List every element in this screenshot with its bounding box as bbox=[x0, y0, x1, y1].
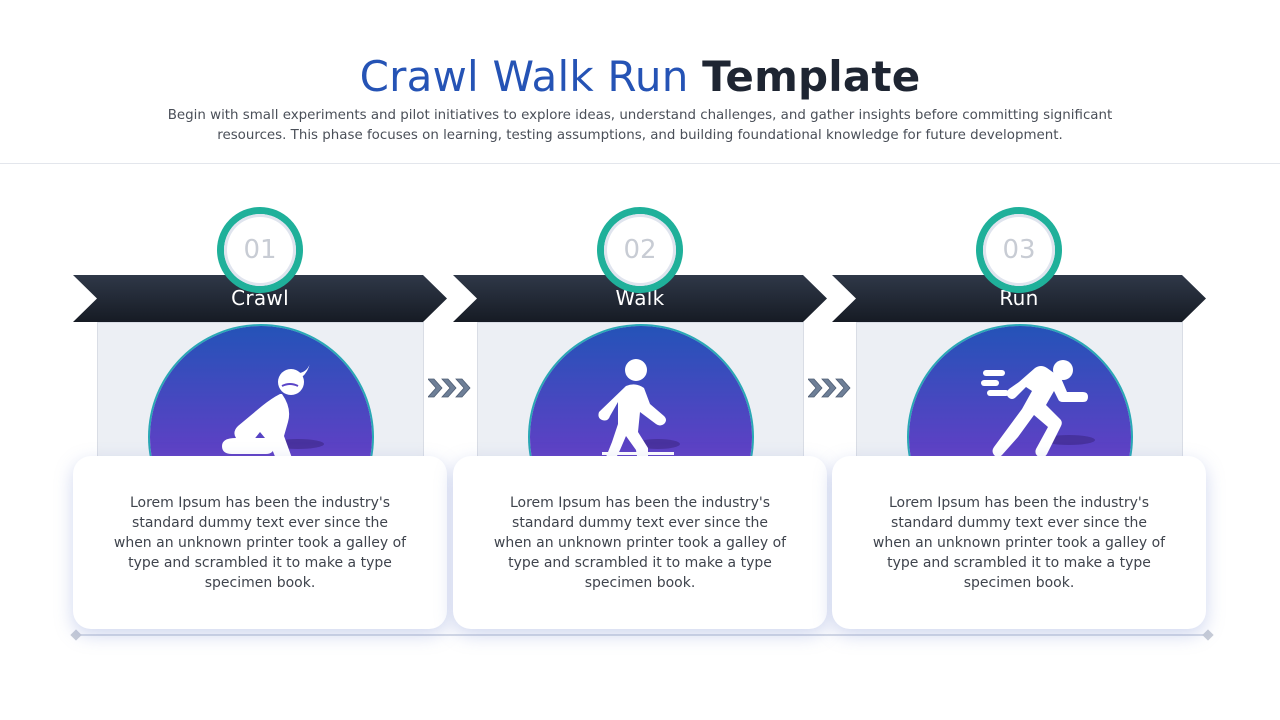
description-card: Lorem Ipsum has been the industry's stan… bbox=[73, 456, 447, 629]
baseline-divider bbox=[75, 634, 1208, 636]
description-card: Lorem Ipsum has been the industry's stan… bbox=[832, 456, 1206, 629]
step-number: 03 bbox=[983, 214, 1055, 286]
title-highlight: Crawl Walk Run bbox=[359, 52, 689, 101]
subtitle-line-2: resources. This phase focuses on learnin… bbox=[217, 128, 1063, 143]
triple-chevron-right-icon bbox=[428, 378, 471, 398]
subtitle: Begin with small experiments and pilot i… bbox=[140, 106, 1140, 146]
description-card: Lorem Ipsum has been the industry's stan… bbox=[453, 456, 827, 629]
step-run: Run 03 Lorem Ipsum has been the industry… bbox=[832, 205, 1212, 635]
description-text: Lorem Ipsum has been the industry's stan… bbox=[872, 494, 1166, 591]
step-number-badge: 03 bbox=[976, 207, 1062, 293]
title-rest: Template bbox=[702, 52, 921, 101]
running-person-icon bbox=[981, 360, 1095, 458]
header: Crawl Walk Run Template Begin with small… bbox=[0, 0, 1280, 164]
walking-person-icon bbox=[598, 359, 680, 462]
description-text: Lorem Ipsum has been the industry's stan… bbox=[113, 494, 407, 591]
crawling-baby-icon bbox=[222, 363, 324, 469]
triple-chevron-right-icon bbox=[808, 378, 851, 398]
subtitle-line-1: Begin with small experiments and pilot i… bbox=[167, 108, 1113, 123]
step-number: 01 bbox=[224, 214, 296, 286]
description-text: Lorem Ipsum has been the industry's stan… bbox=[493, 494, 787, 591]
step-number-badge: 02 bbox=[597, 207, 683, 293]
step-number-badge: 01 bbox=[217, 207, 303, 293]
step-crawl: Crawl 01 Lorem Ipsum has been the indust… bbox=[73, 205, 453, 635]
step-banner: Crawl bbox=[73, 275, 453, 322]
step-walk: Walk 02 Lorem Ipsum has been the industr… bbox=[453, 205, 833, 635]
page-title: Crawl Walk Run Template bbox=[0, 52, 1280, 101]
step-number: 02 bbox=[604, 214, 676, 286]
